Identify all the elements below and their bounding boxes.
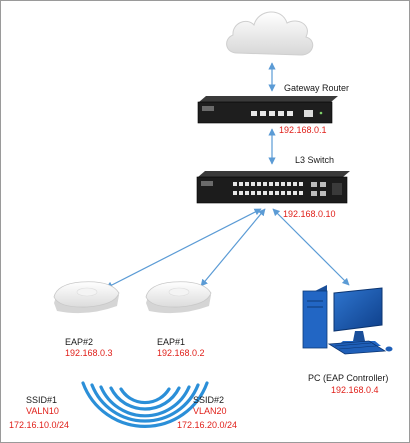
ssid2-label: SSID#2 xyxy=(193,395,225,405)
ssid1-vlan: VALN10 xyxy=(26,406,59,416)
cloud-icon xyxy=(226,11,314,56)
switch-icon xyxy=(196,171,350,204)
access-point-icon xyxy=(53,281,120,314)
l3-switch-label: L3 Switch xyxy=(295,155,335,165)
eap2-ip: 192.168.0.3 xyxy=(65,348,113,358)
wifi-waves-icon xyxy=(81,381,209,428)
connection-lines xyxy=(105,62,350,289)
gateway-router-label: Gateway Router xyxy=(284,83,350,93)
l3-switch-ip: 192.168.0.10 xyxy=(283,209,336,219)
link-switch-pc xyxy=(272,208,350,286)
link-switch-eap2 xyxy=(105,208,262,289)
ssid2-subnet: 172.16.20.0/24 xyxy=(177,420,238,430)
eap2-label: EAP#2 xyxy=(65,337,94,347)
pc-label: PC (EAP Controller) xyxy=(308,373,389,383)
pc-icon xyxy=(302,285,393,355)
eap1-label: EAP#1 xyxy=(157,337,186,347)
access-point-icon xyxy=(145,281,212,314)
eap1-ip: 192.168.0.2 xyxy=(157,348,205,358)
ssid2-vlan: VLAN20 xyxy=(193,406,227,416)
link-switch-eap1 xyxy=(200,208,266,287)
router-icon xyxy=(197,96,338,124)
gateway-router-ip: 192.168.0.1 xyxy=(279,125,327,135)
ssid1-subnet: 172.16.10.0/24 xyxy=(9,420,70,430)
ssid1-label: SSID#1 xyxy=(26,395,58,405)
pc-ip: 192.168.0.4 xyxy=(331,385,379,395)
